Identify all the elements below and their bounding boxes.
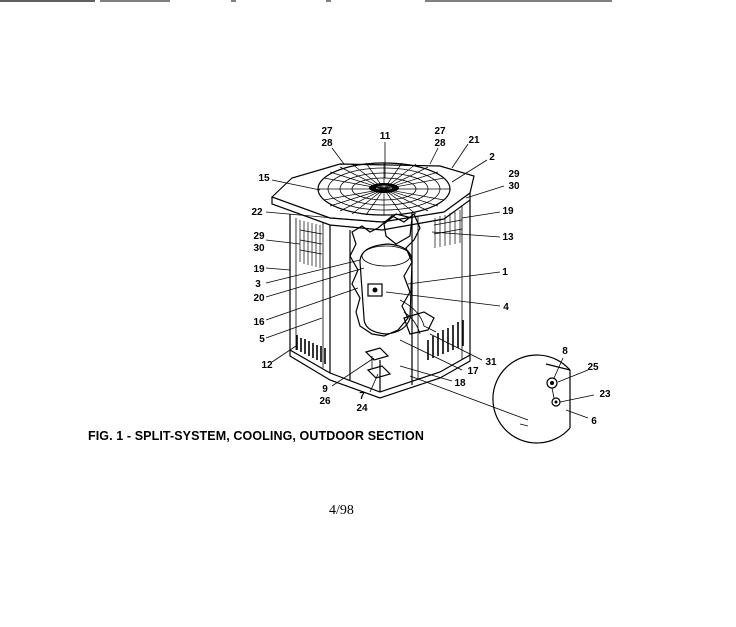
callout-17: 17 <box>467 366 479 377</box>
callout-31: 31 <box>485 357 497 368</box>
callout-labels: 11 27 28 27 28 21 2 29 30 15 22 19 13 29… <box>251 126 611 427</box>
callout-20: 20 <box>253 293 265 304</box>
callout-5: 5 <box>259 334 265 345</box>
callout-28: 28 <box>434 138 446 149</box>
callout-15: 15 <box>258 173 270 184</box>
coil-grille-right <box>433 210 463 248</box>
callout-2: 2 <box>489 152 495 163</box>
callout-13: 13 <box>502 232 514 243</box>
callout-29: 29 <box>508 169 520 180</box>
leader-lines <box>265 142 595 419</box>
terminal-box <box>367 283 383 297</box>
base-louvers-left <box>296 335 326 364</box>
callout-6: 6 <box>591 416 597 427</box>
callout-7: 7 <box>359 391 365 402</box>
page-number: 4/98 <box>329 503 354 518</box>
callout-19: 19 <box>502 206 514 217</box>
callout-12: 12 <box>261 360 273 371</box>
service-valves <box>364 347 392 379</box>
callout-18: 18 <box>454 378 466 389</box>
callout-19: 19 <box>253 264 265 275</box>
coil-grille-left <box>299 220 323 268</box>
callout-21: 21 <box>468 135 480 146</box>
callout-26: 26 <box>319 396 331 407</box>
base-louvers-right <box>427 320 464 360</box>
figure-caption: FIG. 1 - SPLIT-SYSTEM, COOLING, OUTDOOR … <box>88 429 424 443</box>
callout-11: 11 <box>380 131 391 142</box>
callout-3: 3 <box>255 279 261 290</box>
callout-28: 28 <box>321 138 333 149</box>
callout-27: 27 <box>434 126 446 137</box>
callout-29: 29 <box>253 231 265 242</box>
callout-24: 24 <box>356 403 368 414</box>
callout-25: 25 <box>587 362 599 373</box>
fan-guard-grille <box>317 162 451 216</box>
callout-30: 30 <box>253 243 265 254</box>
compressor <box>359 243 413 335</box>
control-box-cover <box>383 213 413 245</box>
callout-8: 8 <box>562 346 568 357</box>
callout-9: 9 <box>322 384 328 395</box>
condenser-unit <box>270 162 475 399</box>
callout-30: 30 <box>508 181 520 192</box>
callout-16: 16 <box>253 317 265 328</box>
accumulator <box>403 311 435 335</box>
callout-27: 27 <box>321 126 333 137</box>
callout-4: 4 <box>503 302 509 313</box>
callout-22: 22 <box>251 207 263 218</box>
callout-1: 1 <box>502 267 508 278</box>
cutaway-opening <box>349 213 421 337</box>
valve-detail-inset <box>409 354 571 444</box>
callout-23: 23 <box>599 389 611 400</box>
